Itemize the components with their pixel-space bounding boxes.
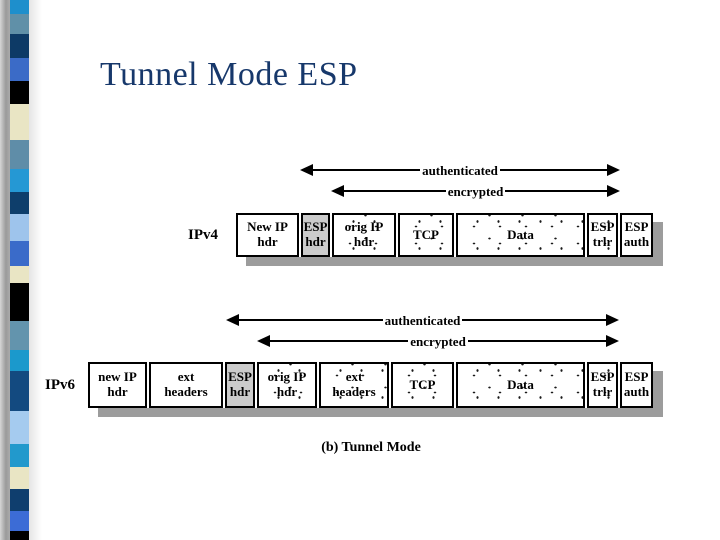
ipv6-box-esp-hdr: ESP hdr (225, 362, 255, 408)
ipv4-box-esp-trlr: ESP trlr (587, 213, 618, 257)
stripe-segment (10, 511, 29, 531)
ipv6-authenticated-label: authenticated (384, 312, 461, 328)
ipv4-box-esp-auth: ESP auth (620, 213, 653, 257)
stripe-segment (10, 58, 29, 81)
arrowhead-right-icon (606, 335, 620, 347)
ipv6-box-esp-trlr: ESP trlr (587, 362, 618, 408)
stripe-segment (10, 14, 29, 34)
arrowhead-right-icon (607, 164, 620, 176)
arrow-line (499, 169, 607, 171)
arrow-line (313, 169, 421, 171)
stripe-segment (10, 266, 29, 283)
arrowhead-left-icon (257, 335, 270, 347)
stripe-segment (10, 34, 29, 58)
figure-caption: (b) Tunnel Mode (321, 440, 421, 455)
ipv6-packet-row: new IP hdr ext headers ESP hdr orig IP h… (88, 362, 653, 408)
arrow-line (462, 319, 606, 321)
ipv6-box-tcp: TCP (391, 362, 454, 408)
ipv4-box-esp-hdr: ESP hdr (301, 213, 330, 257)
stripe-segment (10, 169, 29, 192)
stripe-segment (10, 0, 29, 14)
arrow-line (239, 319, 383, 321)
stripe-segment (10, 321, 29, 350)
stripe-segment (10, 140, 29, 169)
ipv6-box-data: Data (456, 362, 585, 408)
ipv6-row-label: IPv6 (45, 377, 75, 393)
ipv6-box-ext-headers: ext headers (149, 362, 223, 408)
ipv6-box-orig-ip-hdr: orig IP hdr (257, 362, 317, 408)
ipv4-box-data: Data (456, 213, 585, 257)
ipv4-packet-row: New IP hdr ESP hdr orig IP hdr TCP Data … (236, 213, 653, 257)
ipv6-encrypted-arrow: encrypted (257, 333, 620, 349)
stripe-segment (10, 104, 29, 140)
arrow-line (467, 340, 607, 342)
stripe-segment (10, 192, 29, 214)
stripe-segment (10, 81, 29, 104)
ipv4-box-orig-ip-hdr: orig IP hdr (332, 213, 396, 257)
stripe-segment (10, 531, 29, 540)
ipv4-row-label: IPv4 (188, 227, 218, 243)
arrowhead-right-icon (607, 185, 621, 197)
arrow-line (270, 340, 409, 342)
ipv6-encrypted-label: encrypted (410, 333, 466, 349)
stripe-segment (10, 467, 29, 489)
ipv4-authenticated-label: authenticated (422, 162, 498, 178)
stripe-segment (10, 489, 29, 511)
stripe-segment (10, 444, 29, 467)
stripe-segment (10, 411, 29, 444)
ipv6-box-ext-headers2: ext headers (319, 362, 389, 408)
page-title: Tunnel Mode ESP (100, 56, 358, 93)
arrowhead-right-icon (606, 314, 619, 326)
stripe-segment (10, 371, 29, 411)
stripe-segment (10, 350, 29, 371)
ipv4-encrypted-label: encrypted (447, 183, 504, 199)
ipv4-box-tcp: TCP (398, 213, 454, 257)
ipv6-box-esp-auth: ESP auth (620, 362, 653, 408)
arrow-line (505, 190, 608, 192)
edge-stripe (10, 0, 29, 540)
arrowhead-left-icon (300, 164, 313, 176)
ipv4-box-new-ip-hdr: New IP hdr (236, 213, 299, 257)
stripe-segment (10, 241, 29, 266)
arrowhead-left-icon (331, 185, 344, 197)
ipv6-authenticated-arrow: authenticated (226, 313, 619, 327)
arrow-line (344, 190, 446, 192)
ipv4-authenticated-arrow: authenticated (300, 163, 620, 177)
ipv6-box-new-ip-hdr: new IP hdr (88, 362, 147, 408)
stripe-segment (10, 214, 29, 241)
arrowhead-left-icon (226, 314, 239, 326)
stripe-segment (10, 283, 29, 321)
ipv4-encrypted-arrow: encrypted (331, 183, 621, 199)
